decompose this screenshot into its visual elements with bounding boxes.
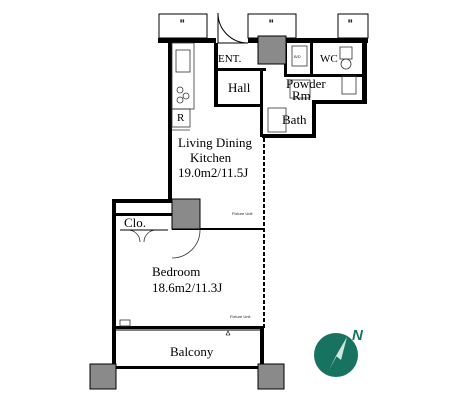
columns	[89, 35, 287, 390]
ldk-area-label: 19.0m2/11.5J	[178, 165, 248, 180]
top-exterior-units: ▮▮ ▮▮ ▮▮	[158, 13, 369, 39]
svg-text:Fixture Unit: Fixture Unit	[232, 211, 253, 216]
svg-text:▮▮: ▮▮	[180, 18, 184, 23]
bedroom-window: Fixture Unit Fixture Unit	[116, 211, 260, 336]
kitchen-fixtures	[171, 42, 195, 131]
closet-doors	[120, 229, 201, 259]
svg-text:Fixture Unit: Fixture Unit	[230, 314, 251, 319]
balcony-label: Balcony	[170, 344, 214, 359]
wet-fixtures	[267, 45, 357, 133]
washer-label: B/D	[294, 54, 301, 59]
wc-label: WC	[320, 53, 338, 65]
entrance-label: ENT.	[218, 53, 242, 65]
north-compass: N	[314, 327, 364, 377]
powder-room-label-line2: Rm	[292, 88, 311, 103]
fridge-label: R	[177, 112, 185, 124]
bedroom-label: Bedroom	[152, 264, 200, 279]
north-label: N	[352, 327, 364, 344]
svg-text:▮▮: ▮▮	[348, 18, 352, 23]
entrance-door	[217, 12, 249, 44]
bath-label: Bath	[282, 112, 307, 127]
bedroom-area-label: 18.6m2/11.3J	[152, 280, 222, 295]
powder-room-label-line1: Powder	[286, 76, 326, 91]
walls	[112, 38, 368, 369]
hall-label: Hall	[228, 80, 251, 95]
closet-label: Clo.	[124, 215, 146, 230]
ldk-label-line1: Living Dining	[178, 135, 253, 150]
ldk-label-line2: Kitchen	[190, 150, 232, 165]
svg-text:▮▮: ▮▮	[269, 18, 273, 23]
